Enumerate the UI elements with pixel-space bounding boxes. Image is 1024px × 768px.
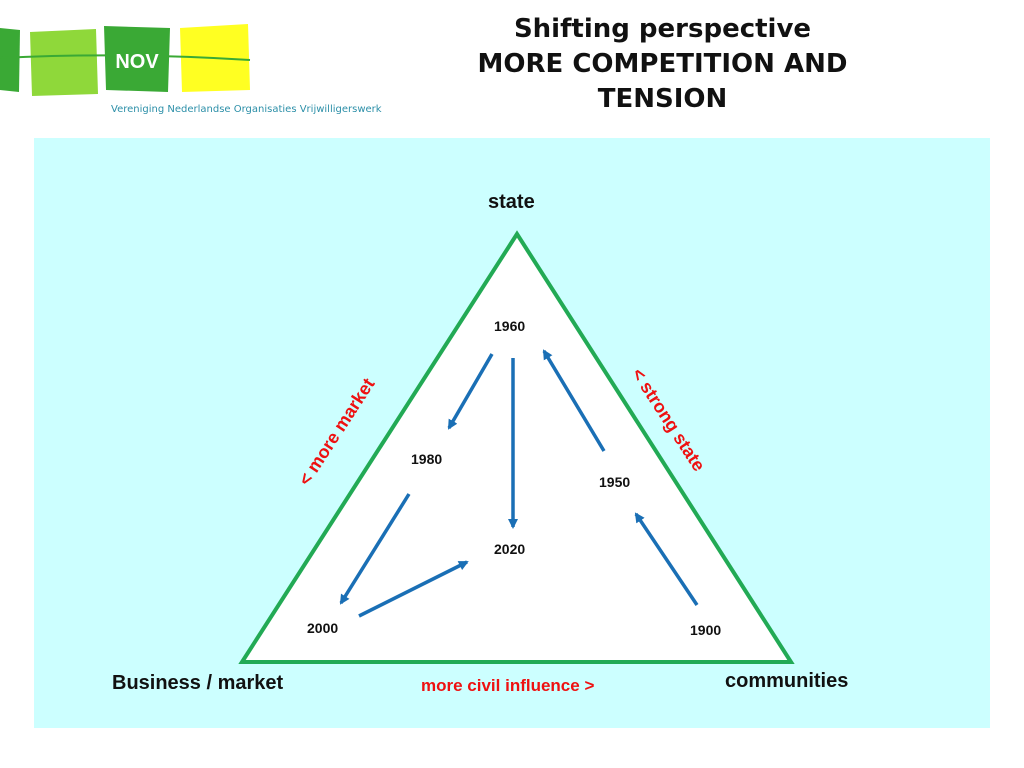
logo-text: NOV [115, 51, 159, 73]
title-line-1: Shifting perspective [513, 14, 812, 44]
vertex-communities-label: communities [725, 670, 849, 692]
arrow-1960-1980 [447, 353, 494, 430]
page-title: Shifting perspective MORE COMPETITION AN… [440, 12, 885, 117]
vertex-state-label: state [488, 191, 535, 213]
year-1950-label: 1950 [599, 474, 631, 490]
diagram-panel: state Business / market communities 1960… [34, 138, 990, 728]
arrow-1950-1960 [542, 349, 606, 452]
nov-logo: NOV [0, 22, 360, 122]
more-civil-influence-label: more civil influence > [421, 676, 595, 695]
logo-tagline: Vereniging Nederlandse Organisaties Vrij… [111, 104, 382, 115]
triangle [238, 230, 795, 664]
year-1960-label: 1960 [494, 318, 526, 334]
year-2020-label: 2020 [494, 541, 526, 557]
year-1980-label: 1980 [411, 451, 443, 467]
vertex-business-market-label: Business / market [112, 672, 284, 694]
arrow-2000-2020 [358, 560, 469, 618]
arrow-1980-2000 [339, 493, 411, 605]
year-1900-label: 1900 [690, 622, 722, 638]
title-line-3: TENSION [597, 84, 728, 114]
arrow-1900-1950 [634, 512, 699, 606]
year-2000-label: 2000 [307, 620, 339, 636]
title-line-2: MORE COMPETITION AND [477, 49, 848, 79]
nov-logo-graphic: NOV [0, 24, 251, 96]
triangle-diagram [238, 230, 795, 664]
